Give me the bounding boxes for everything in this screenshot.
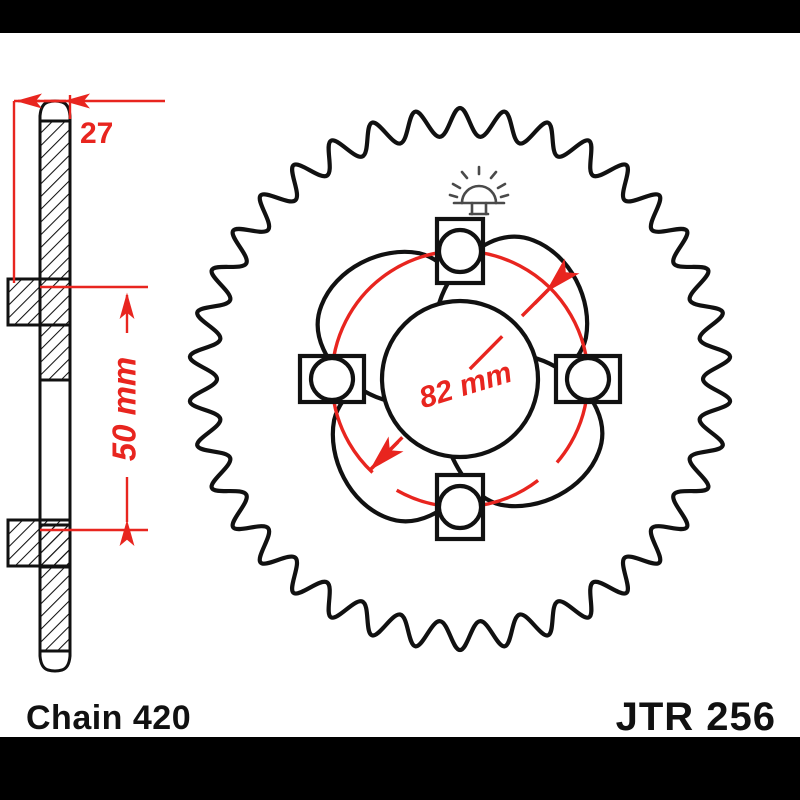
bolt-circle-arrow-b — [520, 258, 580, 318]
bolt-holes — [297, 216, 623, 542]
bolt-hole — [434, 216, 486, 286]
bolt-hole — [434, 472, 486, 542]
side-tooth-bottom — [38, 649, 72, 673]
side-boss-upper — [6, 277, 42, 327]
side-boss-lower — [6, 518, 42, 568]
sunburst-icon — [448, 165, 510, 216]
side-plate-lower — [38, 564, 72, 653]
bolt-circle-arrow-a — [369, 436, 404, 471]
bolt-hole — [553, 353, 623, 405]
side-plate-upper — [38, 119, 72, 281]
bolt-hole — [297, 353, 367, 405]
side-tooth-top — [38, 99, 72, 123]
dim-50-label: 50 mm — [106, 357, 143, 462]
sprocket-drawing-svg: 50 mm 27 — [6, 93, 733, 673]
dim-27-label: 27 — [80, 117, 113, 150]
letterbox-top-bar — [0, 0, 800, 33]
part-number-label: JTR 256 — [615, 695, 776, 739]
side-rim-mid — [38, 380, 72, 525]
side-section-view — [6, 99, 72, 673]
letterbox-bottom-bar — [0, 737, 800, 800]
technical-drawing-area: 50 mm 27 — [0, 33, 800, 739]
side-view-dimensions: 50 mm — [12, 93, 165, 546]
sprocket-face-view: 82 mm — [187, 105, 733, 653]
side-plate-lower-boss-band — [38, 518, 72, 568]
chain-size-label: Chain 420 — [26, 699, 192, 737]
side-plate-upper-web — [38, 323, 72, 382]
